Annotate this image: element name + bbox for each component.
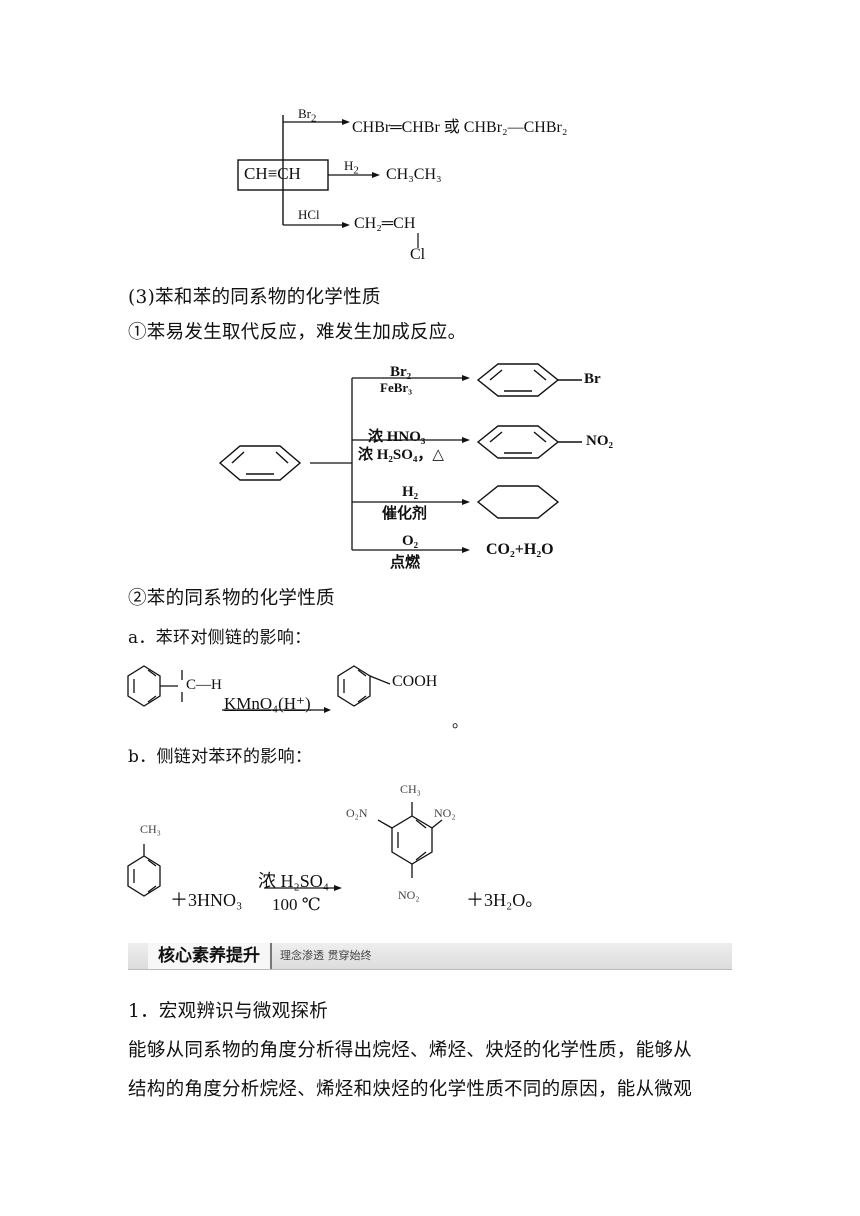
section1-heading: 1．宏观辨识与微观探析 [128,1001,329,1022]
reagent-h2-top: H₂ [402,484,419,500]
reagent-br2-text: Br [298,106,311,121]
sub-a-text: a．苯环对侧链的影响： [128,628,312,648]
alkylbenzene-ring [127,665,183,707]
paragraph-line-1: 能够从同系物的角度分析得出烷烃、烯烃、炔烃的化学性质，能够从 [128,1040,693,1061]
cyclohexane-ring [476,485,560,519]
product-bromo-group: Br [584,371,601,387]
benzene-scheme-drawing [218,363,582,553]
tnt-methyl-group: CH₃ [400,782,421,796]
product-ethane: CH₃CH₃ [386,166,442,183]
alkyne-reactant: CH≡CH [244,164,301,183]
item2-text: ②苯的同系物的化学性质 [128,588,335,609]
nitration-drawing [127,802,443,897]
oxidation-drawing [127,665,391,713]
reagent-h2: H2 [344,158,359,177]
alkyne-branch-lines [237,115,419,248]
condition-h2so4: 浓 H₂SO₄ [258,871,330,891]
paragraph-line-2: 结构的角度分析烷烃、烯烃和炔烃的化学性质不同的原因，能从微观 [128,1079,693,1100]
product-cooh-group: COOH [392,673,438,690]
reagent-kmno4: KMnO₄(H⁺) [224,694,311,713]
product-chloro-group: Cl [410,246,426,263]
banner-subtitle: 理念渗透 贯穿始终 [280,949,372,962]
item1-text: ①苯易发生取代反应，难发生加成反应。 [128,322,467,343]
tnt-nitro-bottom: NO₂ [398,888,420,902]
nitric-acid-reagent: ＋3HNO₃ [170,890,243,910]
reagent-hno3: 浓 HNO₃ [368,429,426,445]
toluene-methyl-group: CH₃ [140,822,161,836]
nitrobenzene-ring [476,425,582,459]
reagent-h2-sub: 2 [353,164,359,177]
reagent-h2so4-heat: 浓 H₂SO₄，△ [358,447,444,463]
oxidation-end-mark: 。 [452,714,469,731]
condition-temperature: 100 ℃ [272,895,321,914]
tnt-nitro-left: O₂N [346,806,368,820]
product-vinyl-chloride: CH₂═CH [354,215,416,232]
reagent-ignite: 点燃 [390,555,421,571]
product-co2-h2o: CO₂+H₂O [486,541,554,558]
side-chain-ch: C—H [186,677,222,693]
sub-b-text: b．侧链对苯环的影响： [128,747,313,767]
benzoic-acid-ring [337,665,391,707]
tnt-nitro-right: NO₂ [434,806,456,820]
reagent-catalyst: 催化剂 [382,506,428,522]
reagent-br2-top: Br₂ [390,364,412,380]
product-nitro-group: NO₂ [586,433,613,449]
bromobenzene-ring [476,363,582,397]
reagent-o2: O₂ [402,533,419,549]
section3-heading: (3)苯和苯的同系物的化学性质 [128,287,381,308]
reagent-h2-text: H [344,158,354,173]
toluene-ring [127,844,161,897]
core-literacy-banner: 核心素养提升 理念渗透 贯穿始终 [128,943,732,970]
benzene-reactant-ring [218,445,302,481]
tnt-ring [377,802,443,878]
reagent-br2-sub: 2 [311,112,317,125]
reagent-br2: Br2 [298,106,316,125]
reagent-hcl: HCl [298,207,320,222]
product-dibromo: CHBr═CHBr 或 CHBr₂—CHBr₂ [352,119,568,136]
reagent-febr3: FeBr₃ [380,380,413,395]
water-byproduct: ＋3H₂O。 [466,890,544,910]
banner-title: 核心素养提升 [148,943,272,969]
